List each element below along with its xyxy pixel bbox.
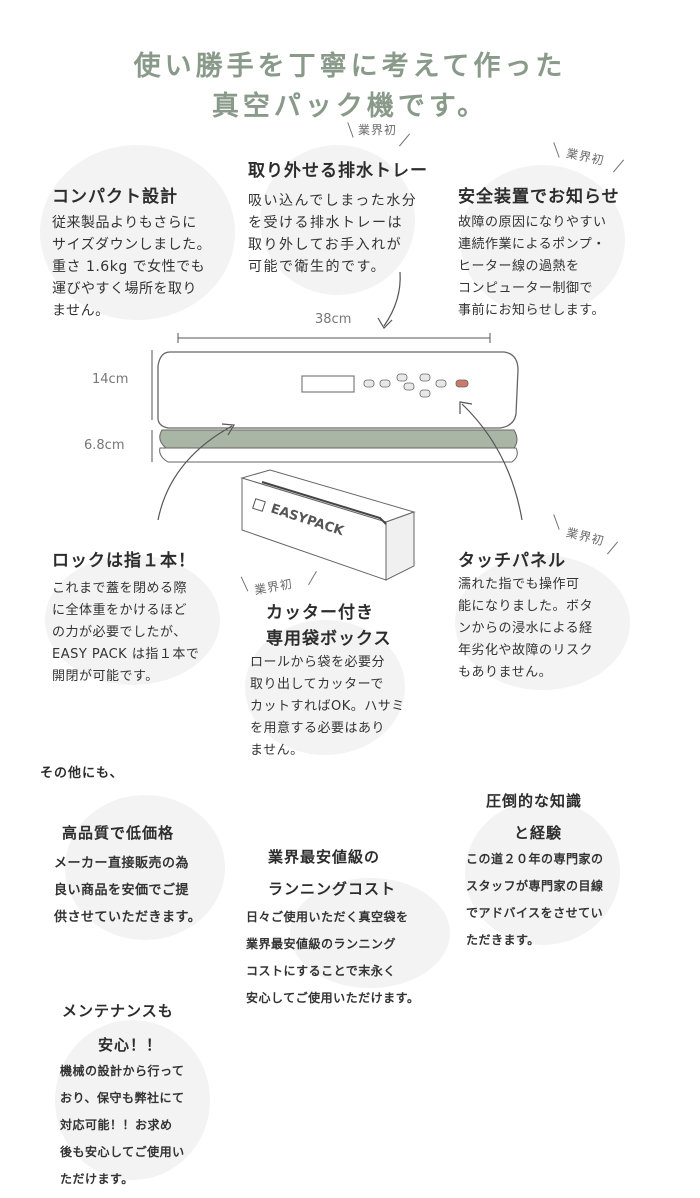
knowledge-title-line2: と経験 xyxy=(514,824,563,842)
safety-title: 安全装置でお知らせ xyxy=(458,187,620,207)
maintenance-body: 機械の設計から行って おり、保守も弊社にて 対応可能！！お求め 後も安心してご使… xyxy=(60,1064,185,1186)
tray-tag-label: 業界初 xyxy=(358,123,398,137)
product-illustration: EASYPACK xyxy=(151,271,523,581)
running-blob xyxy=(290,878,450,988)
safety-blob xyxy=(460,165,625,315)
quality-body: メーカー直接販売の為 良い商品を安価でご提 供させていただきます。 xyxy=(54,856,202,925)
compact-body: 従来製品よりもさらに サイズダウンしました。 重さ 1.6kg で女性でも 運び… xyxy=(52,215,212,319)
compact-blob xyxy=(40,145,235,320)
button-icon xyxy=(379,379,391,388)
touch-title: タッチパネル xyxy=(458,551,566,571)
depth-label: 6.8cm xyxy=(84,438,125,453)
tray-title: 取り外せる排水トレー xyxy=(248,161,428,181)
lock-arrow xyxy=(157,425,233,521)
quality-blob xyxy=(65,795,225,940)
machine-base xyxy=(159,447,518,463)
maintenance-blob xyxy=(55,1020,210,1180)
headline-line2: 真空パック機です。 xyxy=(211,91,489,122)
maintenance-title-line2: 安心！！ xyxy=(98,1036,163,1054)
knowledge-body: この道２０年の専門家の スタッフが専門家の目線 でアドバイスをさせてい ただきま… xyxy=(466,852,604,947)
tray-blob xyxy=(260,145,415,295)
button-icon xyxy=(435,379,447,388)
running-title-line1: 業界最安値級の xyxy=(268,848,381,866)
running-body: 日々ご使用いただく真空袋を 業界最安値級のランニング コストにすることで末永く … xyxy=(246,910,420,1005)
width-label: 38cm xyxy=(315,312,352,327)
box-logo-icon xyxy=(252,498,266,512)
cutter-title-line1: カッター付き xyxy=(266,603,374,623)
others-label: その他にも、 xyxy=(40,766,124,781)
tray-arrow xyxy=(383,271,401,327)
knowledge-blob xyxy=(465,800,620,945)
cutter-blob xyxy=(245,620,405,755)
touch-blob xyxy=(455,555,630,690)
cutter-bar xyxy=(261,481,387,525)
cutter-title-line2: 専用袋ボックス xyxy=(266,629,392,649)
display-window xyxy=(301,375,355,393)
compact-title: コンパクト設計 xyxy=(52,187,178,207)
button-icon xyxy=(396,373,408,382)
height-label: 14cm xyxy=(92,372,129,387)
running-title-line2: ランニングコスト xyxy=(268,880,397,898)
button-icon xyxy=(403,382,415,391)
maintenance-title-line1: メンテナンスも xyxy=(62,1002,174,1020)
start-button-icon xyxy=(455,379,469,388)
lock-body: これまで蓋を閉める際 に全体重をかけるほど の力が必要でしたが、 EASY PA… xyxy=(52,581,200,684)
quality-title: 高品質で低価格 xyxy=(62,824,175,842)
tray-body: 吸い込んでしまった水分 を受ける排水トレーは 取り外してお手入れが 可能で衛生的… xyxy=(248,193,418,275)
machine-seal-band xyxy=(159,429,518,449)
cutter-body: ロールから袋を必要分 取り出してカッターで カットすればOK。ハサミ を用意する… xyxy=(250,655,405,758)
button-icon xyxy=(419,389,431,398)
lock-blob xyxy=(45,555,220,685)
bag-box-side xyxy=(385,511,415,581)
button-icon xyxy=(363,379,375,388)
safety-body: 故障の原因になりやすい 連続作業によるポンプ・ ヒーター線の過熱を コンピュータ… xyxy=(458,215,607,318)
lock-title: ロックは指１本！ xyxy=(52,551,196,571)
button-icon xyxy=(419,373,431,382)
headline-line1: 使い勝手を丁寧に考えて作った xyxy=(133,51,567,82)
touch-arrow xyxy=(461,403,523,521)
knowledge-title-line1: 圧倒的な知識 xyxy=(486,792,583,810)
touch-body: 濡れた指でも操作可 能になりました。ボタ ンからの浸水による経 年劣化や故障のリ… xyxy=(458,577,594,680)
